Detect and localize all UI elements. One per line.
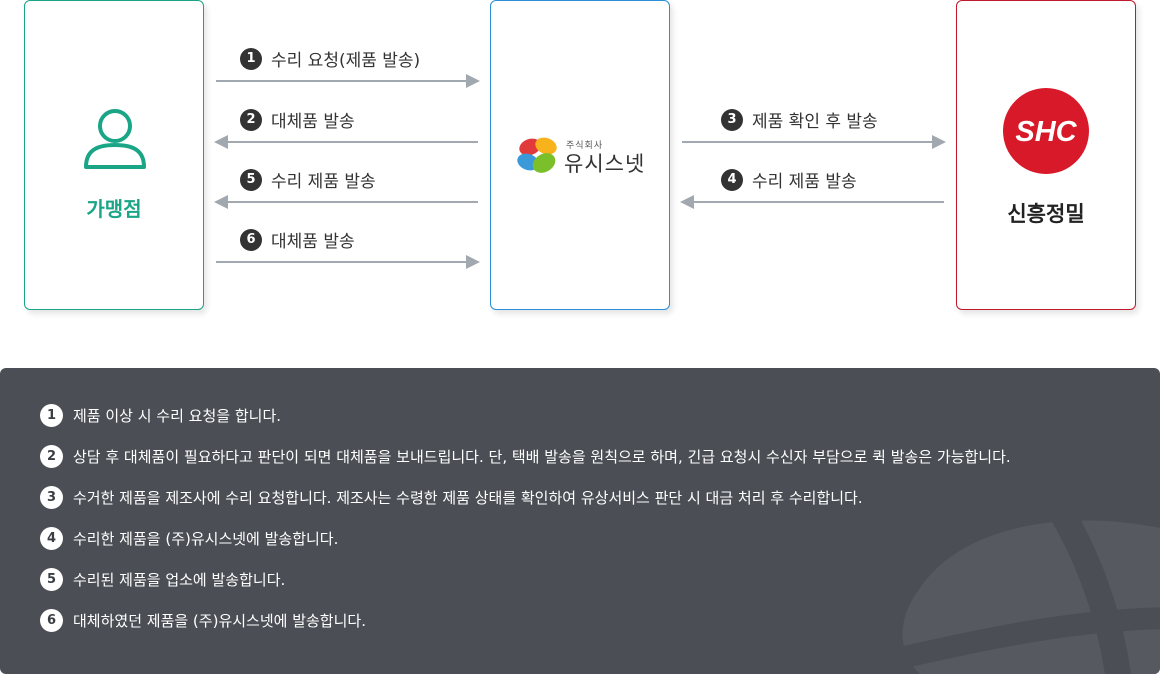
flow-step-label: 대체품 발송 bbox=[271, 112, 355, 132]
flow-step-1: 1 수리 요청(제품 발송) bbox=[240, 46, 420, 71]
step-number-badge: 1 bbox=[240, 47, 262, 70]
step-number-badge: 4 bbox=[721, 168, 743, 191]
watermark-shape bbox=[897, 468, 1160, 674]
flow-step-2: 2 대체품 발송 bbox=[240, 107, 355, 132]
franchise-box: 가맹점 bbox=[24, 0, 204, 310]
step-number-badge: 3 bbox=[721, 108, 743, 131]
note-item-4: 4 수리한 제품을 (주)유시스넷에 발송합니다. bbox=[40, 527, 338, 550]
step-number-badge: 5 bbox=[240, 168, 262, 191]
usisnet-box: 주식회사 유시스넷 bbox=[490, 0, 670, 310]
flow-step-label: 제품 확인 후 발송 bbox=[752, 112, 878, 132]
note-item-1: 1 제품 이상 시 수리 요청을 합니다. bbox=[40, 404, 281, 427]
arrow-right-1 bbox=[216, 74, 480, 88]
franchise-label: 가맹점 bbox=[86, 197, 142, 221]
note-item-2: 2 상담 후 대체품이 필요하다고 판단이 되면 대체품을 보내드립니다. 단,… bbox=[40, 445, 1011, 468]
arrow-right-3 bbox=[682, 135, 946, 149]
step-number-badge: 6 bbox=[240, 228, 262, 251]
flow-step-label: 수리 요청(제품 발송) bbox=[271, 51, 421, 71]
note-text: 수리된 제품을 업소에 발송합니다. bbox=[73, 571, 286, 589]
note-number-badge: 6 bbox=[40, 609, 63, 632]
arrow-left-2 bbox=[214, 135, 478, 149]
note-number-badge: 1 bbox=[40, 404, 63, 427]
flow-step-label: 수리 제품 발송 bbox=[271, 172, 376, 192]
note-text: 수리한 제품을 (주)유시스넷에 발송합니다. bbox=[73, 530, 339, 548]
note-number-badge: 2 bbox=[40, 445, 63, 468]
note-item-6: 6 대체하였던 제품을 (주)유시스넷에 발송합니다. bbox=[40, 609, 366, 632]
note-text: 대체하였던 제품을 (주)유시스넷에 발송합니다. bbox=[73, 612, 366, 630]
note-text: 수거한 제품을 제조사에 수리 요청합니다. 제조사는 수령한 제품 상태를 확… bbox=[73, 489, 863, 507]
note-text: 상담 후 대체품이 필요하다고 판단이 되면 대체품을 보내드립니다. 단, 택… bbox=[73, 448, 1011, 466]
person-icon bbox=[84, 109, 146, 169]
flow-step-6: 6 대체품 발송 bbox=[240, 227, 355, 252]
arrow-left-4 bbox=[680, 195, 944, 209]
step-number-badge: 2 bbox=[240, 108, 262, 131]
shc-label: 신흥정밀 bbox=[1007, 202, 1085, 226]
note-number-badge: 4 bbox=[40, 527, 63, 550]
note-text: 제품 이상 시 수리 요청을 합니다. bbox=[73, 407, 282, 425]
arrow-left-5 bbox=[214, 195, 478, 209]
usisnet-logo-text: 유시스넷 bbox=[564, 152, 646, 176]
note-number-badge: 5 bbox=[40, 568, 63, 591]
arrow-right-6 bbox=[216, 255, 480, 269]
flow-step-4: 4 수리 제품 발송 bbox=[721, 167, 857, 192]
note-number-badge: 3 bbox=[40, 486, 63, 509]
flow-step-label: 대체품 발송 bbox=[271, 232, 355, 252]
note-item-5: 5 수리된 제품을 업소에 발송합니다. bbox=[40, 568, 285, 591]
shc-logo-text: SHC bbox=[1015, 116, 1077, 148]
flow-step-3: 3 제품 확인 후 발송 bbox=[721, 107, 878, 132]
shc-logo: SHC bbox=[1003, 88, 1089, 174]
flow-step-label: 수리 제품 발송 bbox=[752, 172, 857, 192]
usisnet-logo-small-text: 주식회사 bbox=[566, 141, 604, 151]
usisnet-logo-icon bbox=[517, 137, 557, 173]
note-item-3: 3 수거한 제품을 제조사에 수리 요청합니다. 제조사는 수령한 제품 상태를… bbox=[40, 486, 863, 509]
notes-panel: 1 제품 이상 시 수리 요청을 합니다. 2 상담 후 대체품이 필요하다고 … bbox=[0, 368, 1160, 674]
flow-step-5: 5 수리 제품 발송 bbox=[240, 167, 376, 192]
shc-box: SHC 신흥정밀 bbox=[956, 0, 1136, 310]
